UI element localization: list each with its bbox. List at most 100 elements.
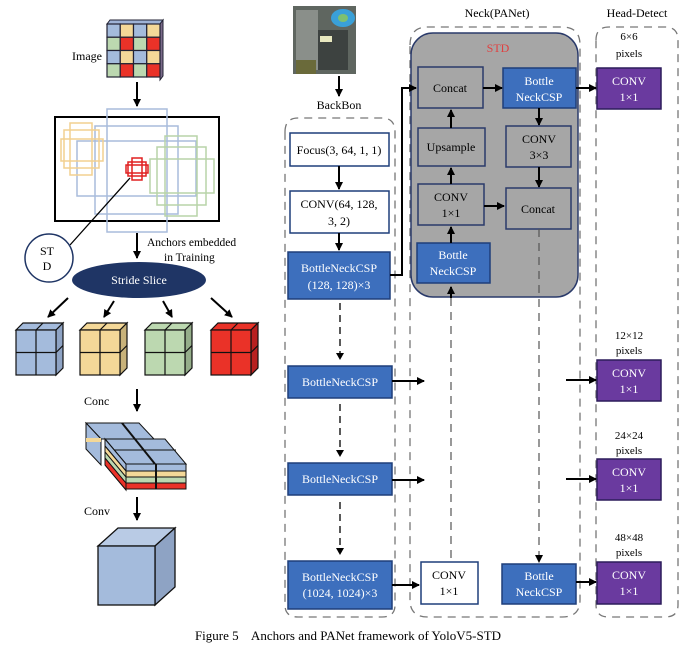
bottleneck-top-label-1: Bottle xyxy=(524,74,553,88)
grid-cell xyxy=(132,23,148,38)
grid-cell xyxy=(146,36,161,52)
detector-label-2: 1×1 xyxy=(620,584,639,598)
csp3-label: BottleNeckCSP xyxy=(302,472,378,486)
bottleneck-top-label-2: NeckCSP xyxy=(516,90,563,104)
detector-label-2: 1×1 xyxy=(620,382,639,396)
slice-cube-red-icon xyxy=(209,321,260,377)
anchors-label-1: Anchors embedded xyxy=(147,237,236,249)
detector-unit: pixels xyxy=(616,445,642,457)
bottleneck-mid-label-2: NeckCSP xyxy=(430,264,477,278)
bottleneck-mid-block xyxy=(416,242,491,284)
conc-label: Conc xyxy=(84,394,109,408)
bottleneck-bottom-block xyxy=(501,563,577,605)
grid-cell xyxy=(106,49,121,65)
bottleneck-bottom-label-2: NeckCSP xyxy=(516,585,563,599)
conv1x1-label-2: 1×1 xyxy=(442,206,461,220)
bottleneck-csp-1-block xyxy=(287,251,391,300)
concat-bottom-label: Concat xyxy=(521,202,556,216)
image-label: Image xyxy=(72,49,102,63)
conv-label: Conv xyxy=(84,504,110,518)
grid-cell xyxy=(106,63,121,78)
slice-cube-yellow-icon xyxy=(78,321,129,377)
stride-slice-ellipse xyxy=(72,262,206,298)
conv-bottom-block xyxy=(420,561,479,605)
csp1-label-1: BottleNeckCSP xyxy=(301,261,377,275)
neck-container xyxy=(409,26,581,618)
concat-bottom-block xyxy=(505,187,572,230)
csp2-label: BottleNeckCSP xyxy=(302,375,378,389)
detector-1: 12×12 pixels CONV 1×1 xyxy=(596,330,662,402)
grid-cell xyxy=(106,36,121,52)
detector-unit: pixels xyxy=(616,345,642,357)
conv-bottom-label-2: 1×1 xyxy=(440,584,459,598)
detector-conv-block xyxy=(596,359,662,402)
grid-cell xyxy=(146,23,161,38)
bottleneck-csp-3-block xyxy=(287,462,393,496)
detector-label-2: 1×1 xyxy=(620,90,639,104)
upsample-block xyxy=(417,127,486,167)
concat-top-block xyxy=(417,66,484,109)
backbone-container xyxy=(284,117,396,618)
arrow xyxy=(162,300,173,318)
detector-label-2: 1×1 xyxy=(620,481,639,495)
focus-block xyxy=(289,132,390,167)
detector-label-1: CONV xyxy=(612,74,646,88)
grid-cell xyxy=(132,49,148,65)
std-panel-title: STD xyxy=(487,41,510,55)
grid-cell xyxy=(146,63,161,78)
conv-label-2: 3, 2) xyxy=(328,214,350,228)
anchors-frame xyxy=(54,108,220,246)
detector-size: 48×48 xyxy=(615,532,644,544)
anchors-label-2: in Training xyxy=(164,252,215,264)
detector-size: 6×6 xyxy=(620,31,638,43)
bottleneck-csp-4-block xyxy=(287,560,393,610)
detector-conv-block xyxy=(596,458,662,501)
image-grid-icon xyxy=(106,18,164,82)
detector-conv-block xyxy=(596,561,662,605)
output-cube-icon xyxy=(96,526,177,607)
grid-cell xyxy=(119,63,135,78)
arrow xyxy=(103,300,115,318)
detector-unit: pixels xyxy=(616,48,642,60)
bottleneck-bottom-label-1: Bottle xyxy=(524,569,553,583)
csp4-label-1: BottleNeckCSP xyxy=(302,570,378,584)
grid-cell xyxy=(119,36,135,52)
neck-title: Neck(PANet) xyxy=(465,6,530,20)
detector-0: 6×6 pixels CONV 1×1 xyxy=(596,31,662,110)
concat-stack-icon xyxy=(84,421,188,492)
conv3x3-label-1: CONV xyxy=(522,132,556,146)
std-circle-label-1: ST xyxy=(40,244,55,258)
grid-cell xyxy=(132,63,148,78)
grid-cell xyxy=(106,23,121,38)
arrow xyxy=(210,297,233,318)
grid-cell xyxy=(146,49,161,65)
csp4-label-2: (1024, 1024)×3 xyxy=(303,586,378,600)
head-title: Head-Detect xyxy=(607,6,668,20)
slice-cube-green-icon xyxy=(143,321,194,377)
bottleneck-mid-label-1: Bottle xyxy=(438,248,467,262)
conv-label-1: CONV(64, 128, xyxy=(301,197,378,211)
detector-2: 24×24 pixels CONV 1×1 xyxy=(596,430,662,501)
std-circle-label-2: D xyxy=(43,259,52,273)
detector-3: 48×48 pixels CONV 1×1 xyxy=(596,532,662,605)
grid-cell xyxy=(132,36,148,52)
detector-size: 24×24 xyxy=(615,430,644,442)
detector-label-1: CONV xyxy=(612,465,646,479)
conv-bottom-label-1: CONV xyxy=(432,568,466,582)
conv1x1-block xyxy=(417,183,485,226)
detector-label-1: CONV xyxy=(612,568,646,582)
focus-label: Focus(3, 64, 1, 1) xyxy=(297,143,382,157)
grid-cell xyxy=(119,49,135,65)
detector-conv-block xyxy=(596,67,662,110)
head-container xyxy=(595,26,679,618)
concat-top-label: Concat xyxy=(433,81,468,95)
connector-arrow xyxy=(390,84,417,276)
upsample-label: Upsample xyxy=(427,140,476,154)
slice-cube-blue-icon xyxy=(14,321,65,377)
csp1-label-2: (128, 128)×3 xyxy=(308,278,371,292)
detector-label-1: CONV xyxy=(612,366,646,380)
bottleneck-top-block xyxy=(502,67,577,109)
conv1x1-label-1: CONV xyxy=(434,190,468,204)
input-photo-detail xyxy=(296,9,355,74)
